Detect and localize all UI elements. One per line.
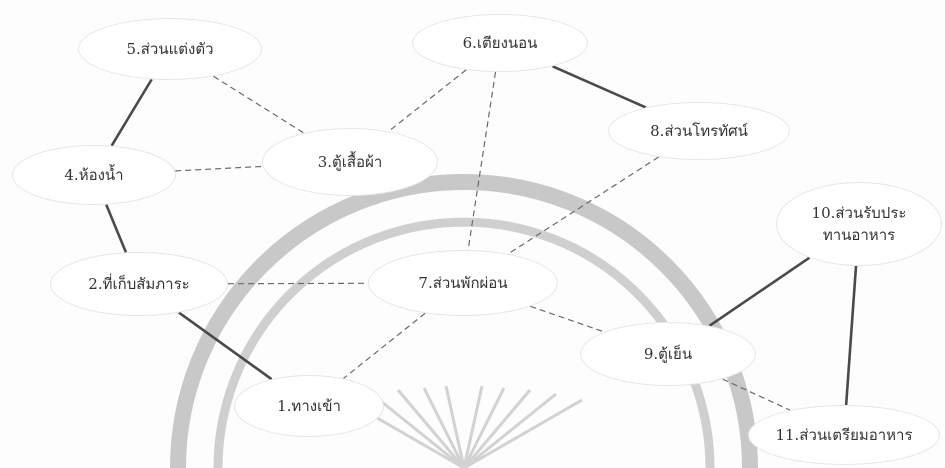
node-tv-area: 8.ส่วนโทรทัศน์ xyxy=(608,102,790,160)
edge-n6-n3 xyxy=(388,69,467,132)
node-entrance: 1.ทางเข้า xyxy=(234,375,384,437)
node-bed: 6.เตียงนอน xyxy=(412,14,588,72)
edge-n4-n3 xyxy=(175,165,263,172)
node-bathroom: 4.ห้องน้ำ xyxy=(12,145,176,205)
edge-n10-n11 xyxy=(844,265,858,406)
edge-n7-n1 xyxy=(343,312,426,379)
edge-n8-n7 xyxy=(507,156,659,255)
edge-n9-n10 xyxy=(708,256,811,327)
node-refrigerator: 9.ตู้เย็น xyxy=(580,322,756,386)
edge-n9-n11 xyxy=(722,378,791,411)
node-dressing-area: 5.ส่วนแต่งตัว xyxy=(78,18,262,80)
edge-n7-n9 xyxy=(530,305,605,333)
edge-n2-n1 xyxy=(178,311,273,381)
node-wardrobe: 3.ตู้เสื้อผ้า xyxy=(262,128,438,196)
node-food-prep-area: 11.ส่วนเตรียมอาหาร xyxy=(748,405,940,465)
node-dining-area: 10.ส่วนรับประ ทานอาหาร xyxy=(776,182,942,266)
edge-n4-n2 xyxy=(105,204,128,253)
edge-n5-n4 xyxy=(110,78,153,147)
node-relaxation-area: 7.ส่วนพักผ่อน xyxy=(368,250,558,316)
edge-n6-n7 xyxy=(467,71,497,251)
node-luggage-storage: 2.ที่เก็บสัมภาระ xyxy=(50,252,228,316)
edge-n5-n3 xyxy=(213,75,305,134)
edge-n6-n8 xyxy=(552,65,647,109)
